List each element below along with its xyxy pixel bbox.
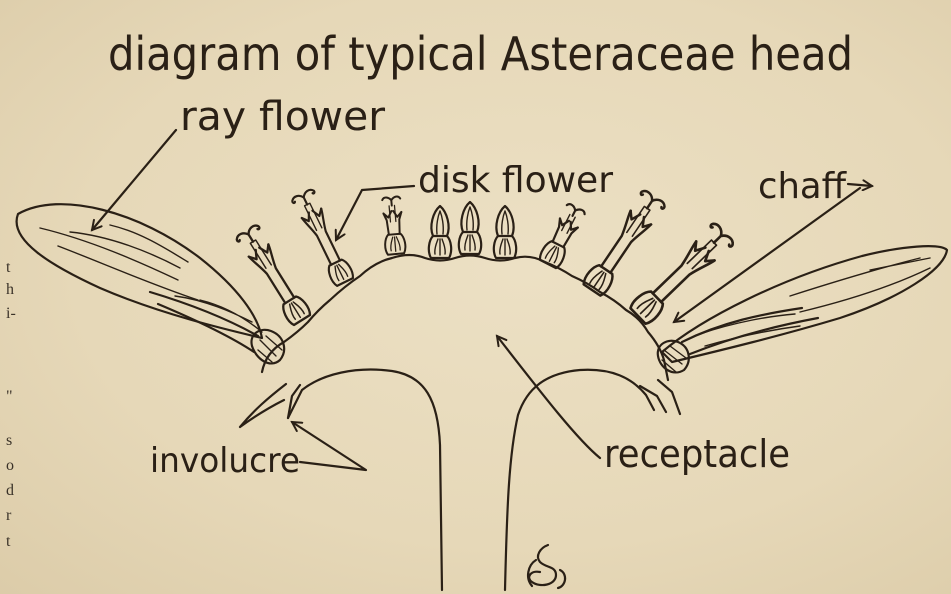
- margin-text-column: t h i- " s o d r t: [6, 259, 16, 550]
- disk-floret-bud: [429, 206, 451, 258]
- disk-floret: [628, 222, 735, 327]
- arrow-disk-flower: [336, 186, 414, 240]
- disk-floret: [291, 188, 356, 287]
- stem-right-outline: [505, 370, 654, 590]
- diagram-title: diagram of typical Asteraceae head: [108, 27, 853, 81]
- label-chaff: chaff: [758, 166, 847, 207]
- receptacle-dome: [262, 255, 668, 380]
- margin-letter: h: [6, 281, 14, 298]
- arrow-ray-flower: [92, 130, 176, 230]
- disk-floret: [538, 202, 587, 269]
- margin-letter: s: [6, 432, 12, 449]
- label-ray-flower: ray flower: [180, 94, 386, 140]
- involucre-bract-left: [240, 384, 300, 427]
- label-disk-flower: disk flower: [418, 160, 613, 201]
- artist-monogram: [528, 545, 565, 588]
- arrow-chaff-tail: [848, 184, 872, 186]
- label-receptacle: receptacle: [604, 432, 790, 476]
- disk-floret-bud: [494, 206, 516, 258]
- ray-flower-left: [17, 204, 285, 363]
- label-involucre: involucre: [150, 441, 300, 481]
- disk-floret: [381, 196, 406, 255]
- disk-floret: [235, 224, 313, 327]
- margin-letter: d: [6, 482, 14, 499]
- arrow-chaff: [674, 188, 860, 322]
- stem-left-outline: [288, 370, 442, 590]
- margin-letter: t: [6, 259, 11, 276]
- disk-floret-bud: [459, 202, 481, 254]
- margin-letter: o: [6, 457, 14, 474]
- margin-letter: t: [6, 533, 11, 550]
- arrow-involucre: [292, 422, 366, 470]
- disk-floret: [581, 189, 667, 298]
- margin-letter: r: [6, 507, 12, 524]
- ray-flower-right: [658, 246, 947, 372]
- margin-letter: i-: [6, 305, 16, 322]
- margin-letter: ": [6, 388, 13, 405]
